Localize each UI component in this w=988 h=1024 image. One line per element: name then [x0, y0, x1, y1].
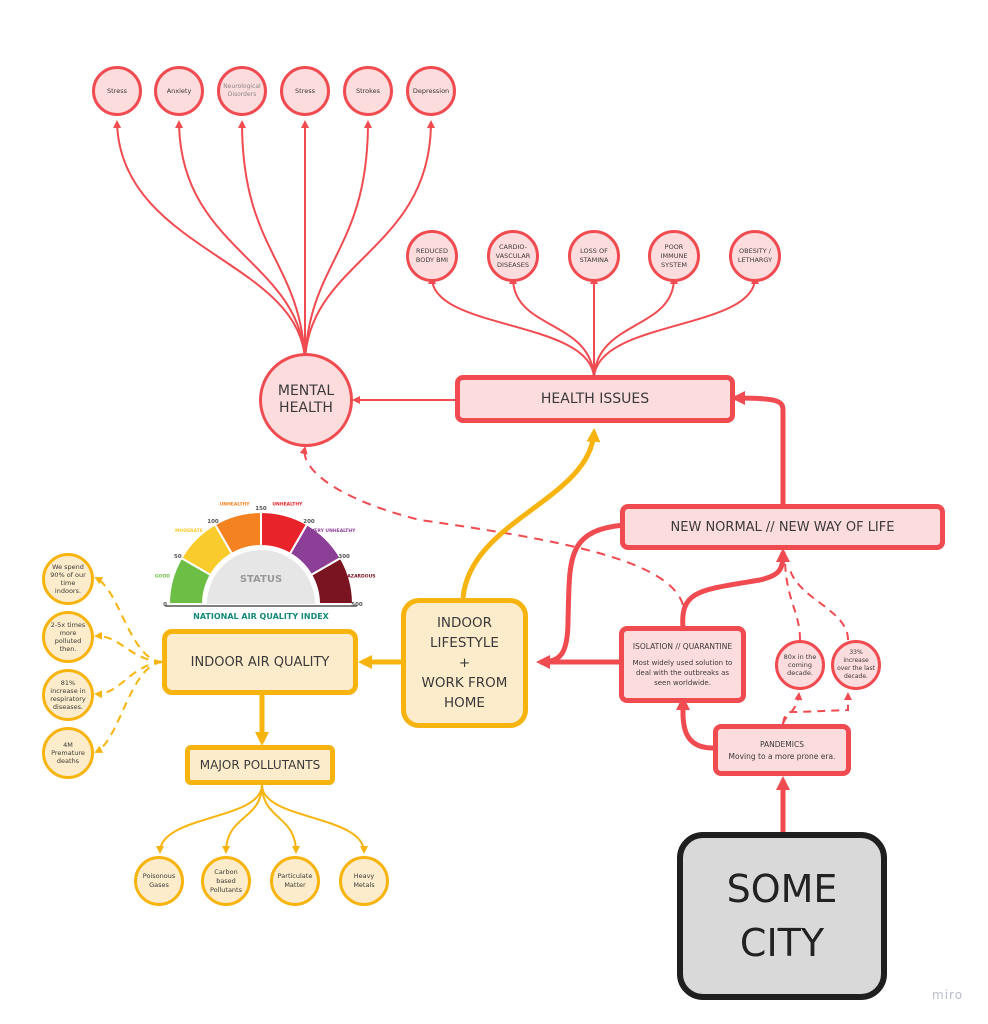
aqi-status-label: STATUS — [240, 574, 282, 585]
health-child-node[interactable]: LOSS OF STAMINA — [568, 230, 620, 282]
some-city-node[interactable]: SOME CITY — [677, 832, 887, 1000]
mental-child-node[interactable]: Depression — [406, 66, 456, 116]
new-normal-node[interactable]: NEW NORMAL // NEW WAY OF LIFE — [620, 504, 945, 550]
mental-child-node[interactable]: Anxiety — [154, 66, 204, 116]
connector-indoor-to-health — [460, 428, 601, 599]
pandemic-stat-node[interactable]: 80x in the coming decade. — [775, 640, 825, 690]
connector-isolation-to-newnormal — [680, 548, 790, 629]
fact-node[interactable]: We spend 90% of our time indoors. — [42, 553, 94, 605]
health-child-node[interactable]: CARDIO-VASCULAR DISEASES — [487, 230, 539, 282]
pollutant-node[interactable]: Poisonous Gases — [134, 856, 184, 906]
aqi-status-dial — [207, 550, 315, 604]
aqi-segment-label: VERY UNHEALTHY — [311, 528, 356, 534]
connector — [238, 120, 306, 361]
pandemic-stat-node[interactable]: 33% increase over the last decade. — [831, 640, 881, 690]
indoor-air-quality-node[interactable]: INDOOR AIR QUALITY — [162, 629, 358, 695]
pollutant-node[interactable]: Carbon based Pollutants — [201, 856, 251, 906]
mental-child-node[interactable]: Stress — [280, 66, 330, 116]
health-child-node[interactable]: POOR IMMUNE SYSTEM — [648, 230, 700, 282]
health-issues-connectors — [428, 276, 759, 379]
connector-newnormal-to-indoor — [536, 522, 626, 669]
aqi-tick-label: 500 — [351, 602, 363, 608]
health-child-node[interactable]: REDUCED BODY BMI — [406, 230, 458, 282]
isolation-title: ISOLATION // QUARANTINE — [632, 641, 733, 651]
aqi-segment — [309, 556, 355, 605]
mental-child-node[interactable]: Neurological Disorders — [217, 66, 267, 116]
fact-node[interactable]: 4M Premature deaths — [42, 727, 94, 779]
isolation-node[interactable]: ISOLATION // QUARANTINE Most widely used… — [619, 626, 746, 703]
aqi-segment-label: UNHEALTHY — [220, 501, 251, 507]
mental-health-connectors — [113, 120, 435, 361]
connector — [593, 276, 759, 379]
connector — [593, 276, 678, 379]
fact-connectors — [94, 577, 163, 753]
fact-node[interactable]: 81% increase in respiratory diseases. — [42, 669, 94, 721]
aqi-segment-label: UNHEALTHY — [272, 501, 303, 507]
aqi-tick-label: 100 — [207, 519, 219, 525]
connector — [428, 276, 595, 379]
connector-newnormal-to-health — [731, 391, 786, 506]
isolation-body: Most widely used solution to deal with t… — [632, 658, 733, 687]
aqi-segment-label: GOOD — [155, 574, 170, 580]
indoor-lifestyle-node[interactable]: INDOOR LIFESTYLE + WORK FROM HOME — [401, 598, 528, 728]
aqi-segment-label: MODERATE — [175, 528, 203, 534]
pollutant-node[interactable]: Heavy Metals — [339, 856, 389, 906]
fact-node[interactable]: 2-5x times more polluted then. — [42, 611, 94, 663]
pandemics-body: Moving to a more prone era. — [728, 751, 836, 761]
aqi-tick-label: 0 — [163, 602, 167, 608]
pandemics-title: PANDEMICS — [760, 739, 804, 749]
connector-pandemics-to-isolation — [675, 696, 714, 751]
aqi-gauge: GOOD MODERATE UNHEALTHY UNHEALTHY VERY UNHEA… — [155, 501, 376, 621]
health-child-node[interactable]: OBESITY / LETHARGY — [729, 230, 781, 282]
connector — [509, 276, 595, 379]
aqi-title: NATIONAL AIR QUALITY INDEX — [193, 612, 330, 621]
aqi-segment-label: HAZARDOUS — [344, 574, 376, 580]
connector — [113, 120, 306, 361]
pollutant-node[interactable]: Particulate Matter — [270, 856, 320, 906]
mental-child-node[interactable]: Stress — [92, 66, 142, 116]
aqi-tick-label: 150 — [255, 506, 267, 512]
major-pollutants-node[interactable]: MAJOR POLLUTANTS — [185, 745, 335, 785]
aqi-tick-label: 300 — [338, 554, 350, 560]
connector — [304, 120, 435, 361]
pandemics-node[interactable]: PANDEMICS Moving to a more prone era. — [713, 724, 851, 776]
aqi-tick-label: 50 — [174, 554, 182, 560]
pollutant-connectors — [156, 784, 368, 854]
mental-child-node[interactable]: Strokes — [343, 66, 393, 116]
mental-health-node[interactable]: MENTAL HEALTH — [259, 353, 353, 447]
pandemic-stat-connectors — [782, 555, 852, 725]
health-issues-node[interactable]: HEALTH ISSUES — [455, 375, 735, 423]
connector — [304, 120, 372, 361]
miro-watermark: miro — [932, 988, 964, 1002]
aqi-tick-label: 200 — [303, 519, 315, 525]
connector — [175, 120, 306, 361]
